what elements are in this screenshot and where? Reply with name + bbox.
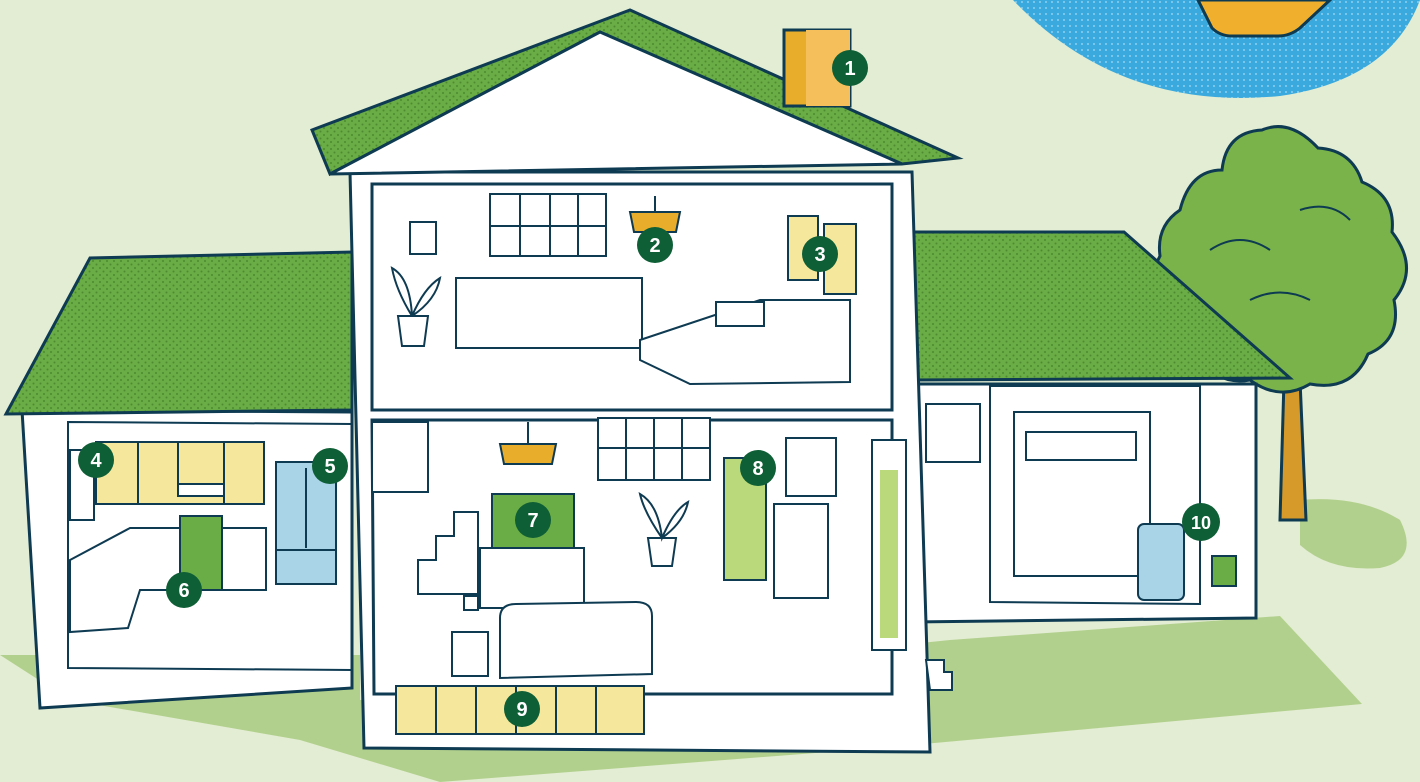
fireplace: [774, 504, 828, 598]
hotspot-8[interactable]: 8: [740, 450, 776, 486]
hotspot-1[interactable]: 1: [832, 50, 868, 86]
svg-text:4: 4: [90, 450, 102, 472]
hotspot-6[interactable]: 6: [166, 572, 202, 608]
hotspot-9[interactable]: 9: [504, 691, 540, 727]
hotspot-2[interactable]: 2: [637, 227, 673, 263]
main-house: [312, 10, 958, 752]
svg-text:9: 9: [516, 699, 527, 721]
garage-door: [1014, 412, 1150, 576]
wall-picture-upper: [410, 222, 436, 254]
circle-badge-icon: [1013, 0, 1420, 98]
left-roof: [6, 252, 352, 414]
svg-text:8: 8: [752, 458, 763, 480]
hotspot-7[interactable]: 7: [515, 502, 551, 538]
floor-lamp: [464, 596, 478, 610]
lower-ceiling-light: [500, 444, 556, 464]
lower-window-left: [372, 422, 428, 492]
tv-stand: [480, 548, 584, 608]
garage-window: [926, 404, 980, 462]
svg-text:3: 3: [814, 244, 825, 266]
svg-text:10: 10: [1191, 513, 1211, 533]
svg-text:6: 6: [178, 580, 189, 602]
left-wing: [6, 252, 352, 708]
svg-text:2: 2: [649, 235, 660, 257]
gas-meter: [1212, 556, 1236, 586]
hotspot-4[interactable]: 4: [78, 442, 114, 478]
svg-text:5: 5: [324, 456, 335, 478]
hotspot-5[interactable]: 5: [312, 448, 348, 484]
hotspot-3[interactable]: 3: [802, 236, 838, 272]
wall-picture-lower: [786, 438, 836, 496]
sofa: [500, 602, 652, 678]
hotspot-10[interactable]: 10: [1182, 503, 1220, 541]
nightstand: [716, 302, 764, 326]
side-table: [452, 632, 488, 676]
water-heater: [1138, 524, 1184, 600]
svg-text:1: 1: [844, 58, 855, 80]
svg-text:7: 7: [527, 510, 538, 532]
